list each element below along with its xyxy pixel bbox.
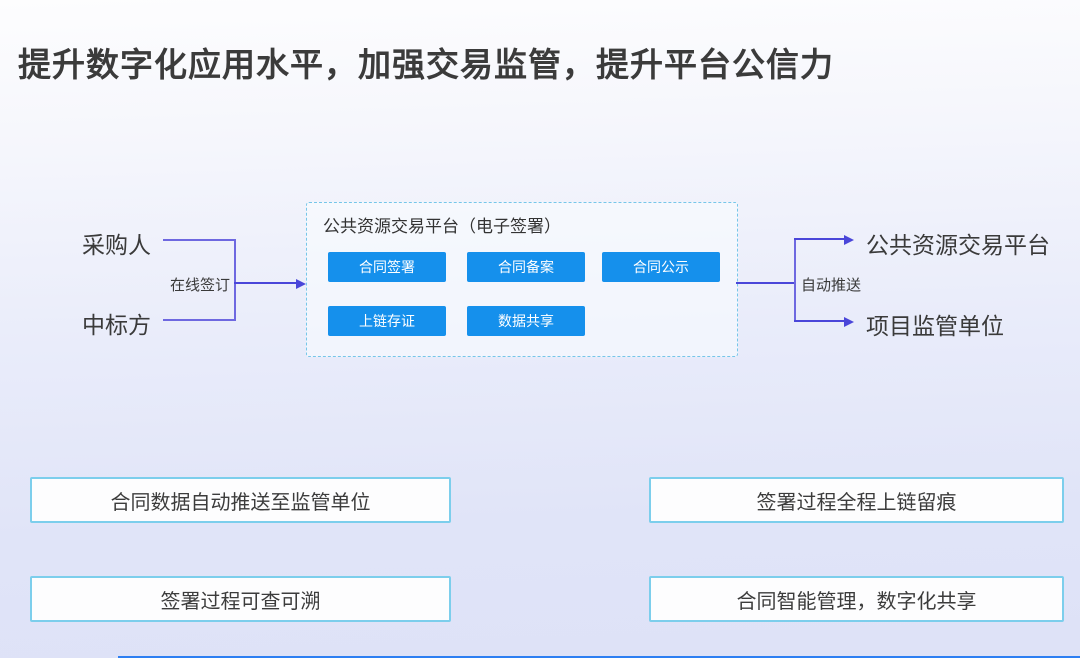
party-purchaser-label: 采购人 — [82, 232, 151, 258]
page-title: 提升数字化应用水平，加强交易监管，提升平台公信力 — [18, 46, 834, 83]
arrowhead-right-icon — [844, 317, 854, 327]
arrow-line — [794, 320, 844, 322]
feature-box-chain-trace: 签署过程全程上链留痕 — [649, 477, 1064, 523]
arrowhead-right-icon — [844, 235, 854, 245]
arrowhead-right-icon — [296, 279, 306, 289]
button-contract-signing[interactable]: 合同签署 — [328, 252, 446, 282]
feature-box-traceable: 签署过程可查可溯 — [30, 576, 451, 622]
button-blockchain-evidence[interactable]: 上链存证 — [328, 306, 446, 336]
connector-line — [794, 238, 796, 322]
feature-box-auto-push: 合同数据自动推送至监管单位 — [30, 477, 451, 523]
platform-title: 公共资源交易平台（电子签署） — [323, 217, 561, 236]
auto-push-label: 自动推送 — [801, 277, 862, 294]
arrow-line — [234, 282, 296, 284]
online-signing-label: 在线签订 — [170, 277, 231, 294]
button-data-sharing[interactable]: 数据共享 — [467, 306, 585, 336]
button-contract-publicity[interactable]: 合同公示 — [602, 252, 720, 282]
connector-line — [163, 239, 236, 241]
target-public-resource-platform: 公共资源交易平台 — [866, 232, 1050, 258]
party-winning-bidder-label: 中标方 — [82, 312, 151, 338]
connector-line — [736, 282, 795, 284]
feature-box-smart-management: 合同智能管理，数字化共享 — [649, 576, 1064, 622]
platform-box: 公共资源交易平台（电子签署） 合同签署 合同备案 合同公示 上链存证 数据共享 — [306, 202, 738, 357]
connector-line — [234, 239, 236, 321]
connector-line — [163, 319, 236, 321]
progress-strip — [118, 656, 1080, 658]
target-project-supervision-unit: 项目监管单位 — [866, 313, 1004, 339]
button-contract-filing[interactable]: 合同备案 — [467, 252, 585, 282]
arrow-line — [794, 238, 844, 240]
